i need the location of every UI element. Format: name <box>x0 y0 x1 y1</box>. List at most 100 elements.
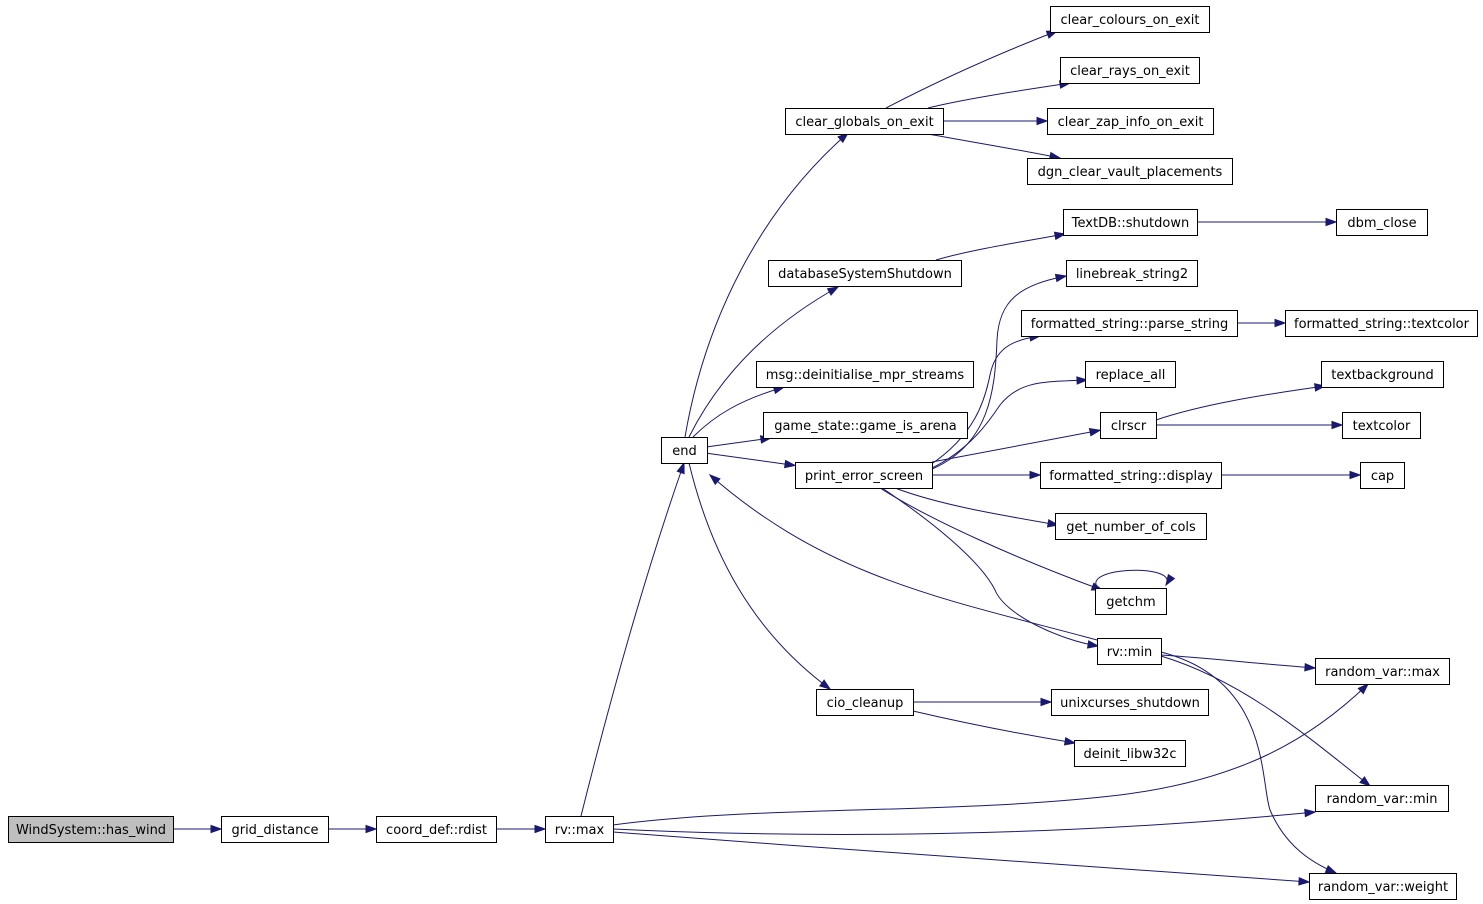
node-box <box>8 816 174 843</box>
node-rvmin[interactable]: rv::min <box>1097 638 1162 665</box>
arrowhead <box>1053 231 1067 241</box>
edge-rvmax-to-rand_min <box>612 808 1317 835</box>
node-label: grid_distance <box>231 823 318 838</box>
node-rand-weight[interactable]: random_var::weight <box>1309 873 1457 900</box>
node-has-wind[interactable]: WindSystem::has_wind <box>8 816 174 843</box>
arrowhead <box>818 679 832 690</box>
node-clear-globals[interactable]: clear_globals_on_exit <box>785 108 944 135</box>
node-get-cols[interactable]: get_number_of_cols <box>1055 513 1207 540</box>
arrowhead <box>1324 864 1338 874</box>
node-rand-max[interactable]: random_var::max <box>1315 658 1450 685</box>
edge-line <box>612 683 1369 826</box>
node-label: rv::max <box>555 823 605 838</box>
node-label: getchm <box>1106 595 1155 610</box>
node-parse-string[interactable]: formatted_string::parse_string <box>1021 310 1238 337</box>
edge-rvmax-to-end <box>580 461 685 817</box>
node-rvmax[interactable]: rv::max <box>545 816 614 843</box>
node-label: cap <box>1371 469 1394 484</box>
node-print-err[interactable]: print_error_screen <box>795 462 933 489</box>
edge-rvmin-to-rand_weight <box>1160 651 1338 874</box>
node-game-arena[interactable]: game_state::game_is_arena <box>763 412 968 439</box>
node-fs-display[interactable]: formatted_string::display <box>1040 462 1222 489</box>
node-getchm[interactable]: getchm <box>1095 588 1167 615</box>
edge-line <box>929 379 1088 470</box>
arrowhead <box>1076 376 1089 385</box>
node-clear-colours[interactable]: clear_colours_on_exit <box>1050 6 1210 33</box>
node-end[interactable]: end <box>661 437 708 464</box>
node-box <box>785 108 944 135</box>
node-box <box>763 412 968 439</box>
arrowhead <box>1349 470 1362 480</box>
node-replace-all[interactable]: replace_all <box>1085 361 1176 388</box>
edge-grid_distance-to-rdist <box>328 824 378 834</box>
arrowhead <box>1029 470 1042 480</box>
edge-line <box>1155 385 1326 421</box>
node-label: get_number_of_cols <box>1066 520 1196 535</box>
node-label: databaseSystemShutdown <box>778 267 952 282</box>
node-box <box>1315 658 1450 685</box>
node-textcolor[interactable]: textcolor <box>1342 412 1421 439</box>
arrowhead <box>1088 428 1102 437</box>
node-db-shutdown[interactable]: databaseSystemShutdown <box>768 260 962 287</box>
node-textbackground[interactable]: textbackground <box>1321 361 1444 388</box>
edge-print_err-to-get_cols <box>894 487 1060 528</box>
node-label: formatted_string::display <box>1049 469 1213 484</box>
node-rdist[interactable]: coord_def::rdist <box>376 816 497 843</box>
node-box <box>1066 260 1198 287</box>
node-label: random_var::min <box>1327 792 1438 807</box>
arrowhead <box>676 461 685 475</box>
node-box <box>1100 412 1157 439</box>
arrowhead <box>1274 318 1287 328</box>
edge-line <box>931 429 1101 463</box>
node-fs-textcolor[interactable]: formatted_string::textcolor <box>1285 310 1478 337</box>
node-dbm-close[interactable]: dbm_close <box>1336 209 1428 236</box>
edge-line <box>935 233 1066 261</box>
arrowhead <box>1054 273 1068 283</box>
arrowhead <box>1359 776 1372 787</box>
edge-print_err-to-clrscr <box>931 428 1102 463</box>
node-clrscr[interactable]: clrscr <box>1100 412 1157 439</box>
arrowhead <box>1086 640 1100 649</box>
edge-line <box>688 462 831 690</box>
node-clear-rays[interactable]: clear_rays_on_exit <box>1060 57 1200 84</box>
edge-end-to-game_arena <box>706 435 773 448</box>
edge-line <box>706 437 771 448</box>
node-msg-deinit[interactable]: msg::deinitialise_mpr_streams <box>756 361 974 388</box>
edge-clear_globals-to-clear_zap <box>943 116 1049 126</box>
node-deinit-libw[interactable]: deinit_libw32c <box>1074 740 1186 767</box>
node-box <box>545 816 614 843</box>
edge-print_err-to-replace_all <box>929 376 1089 470</box>
edge-line <box>1160 651 1337 874</box>
node-box <box>816 689 914 716</box>
node-box <box>756 361 974 388</box>
node-grid-distance[interactable]: grid_distance <box>221 816 329 843</box>
arrowhead <box>1304 662 1317 672</box>
node-unixcurses[interactable]: unixcurses_shutdown <box>1051 689 1209 716</box>
edge-rvmax-to-rand_weight <box>612 831 1311 886</box>
node-linebreak[interactable]: linebreak_string2 <box>1066 260 1198 287</box>
node-label: clear_globals_on_exit <box>795 115 933 130</box>
node-rand-min[interactable]: random_var::min <box>1315 785 1449 812</box>
arrowhead <box>1165 573 1176 587</box>
edge-line <box>929 335 1041 466</box>
node-textdb[interactable]: TextDB::shutdown <box>1063 209 1198 236</box>
node-box <box>1021 310 1238 337</box>
node-cio-cleanup[interactable]: cio_cleanup <box>816 689 914 716</box>
node-label: clrscr <box>1111 419 1147 434</box>
node-dgn-clear[interactable]: dgn_clear_vault_placements <box>1027 158 1233 185</box>
node-box <box>1027 158 1233 185</box>
node-box <box>376 816 497 843</box>
edge-line <box>709 474 1098 641</box>
node-box <box>1074 740 1186 767</box>
node-label: formatted_string::parse_string <box>1031 317 1228 332</box>
arrowhead <box>534 824 547 834</box>
arrowhead <box>1298 876 1311 886</box>
node-cap[interactable]: cap <box>1360 462 1405 489</box>
edge-line <box>881 487 1099 647</box>
node-box <box>1040 462 1222 489</box>
node-clear-zap[interactable]: clear_zap_info_on_exit <box>1047 108 1214 135</box>
node-label: cio_cleanup <box>827 696 904 711</box>
edge-line <box>894 487 1059 526</box>
node-label: TextDB::shutdown <box>1071 216 1189 231</box>
